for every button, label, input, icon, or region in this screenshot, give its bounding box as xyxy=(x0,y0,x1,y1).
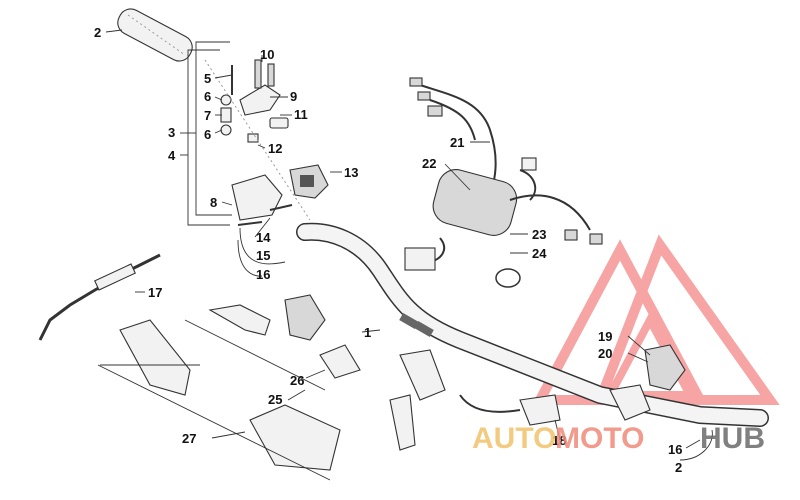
group-bracket-3-4 xyxy=(180,41,232,226)
callout-label: 2 xyxy=(675,460,682,475)
callout-label: 4 xyxy=(168,148,176,163)
watermark-text: AUTO MOTO HUB xyxy=(472,422,765,455)
callout-label: 19 xyxy=(598,329,612,344)
callout-label: 1 xyxy=(364,325,371,340)
callout-label: 6 xyxy=(204,127,211,142)
handguards xyxy=(97,294,446,481)
watermark-auto: AUTO xyxy=(472,422,556,455)
callout-label: 6 xyxy=(204,89,211,104)
wire-harness xyxy=(404,77,603,288)
callout-label: 22 xyxy=(422,156,436,171)
callout-label: 12 xyxy=(268,141,282,156)
callout-label: 25 xyxy=(268,392,282,407)
callout-label: 8 xyxy=(210,195,217,210)
callout-label: 17 xyxy=(148,285,162,300)
left-grip xyxy=(117,8,193,62)
callout-label: 20 xyxy=(598,346,612,361)
watermark-moto: MOTO xyxy=(555,422,644,455)
callout-label: 16 xyxy=(256,267,270,282)
callout-label: 26 xyxy=(290,373,304,388)
callout-label: 24 xyxy=(532,246,547,261)
callout-labels: 2 2 3 4 5 6 6 7 8 9 10 11 12 13 14 15 16… xyxy=(94,25,682,475)
callout-label: 23 xyxy=(532,227,546,242)
callout-label: 10 xyxy=(260,47,274,62)
callout-label: 15 xyxy=(256,248,270,263)
throttle-cable xyxy=(38,253,161,341)
handlebar xyxy=(296,222,769,427)
callout-label: 16 xyxy=(668,442,682,457)
throttle-assembly xyxy=(204,59,311,221)
callout-label: 3 xyxy=(168,125,175,140)
callout-label: 5 xyxy=(204,71,211,86)
callout-label: 21 xyxy=(450,135,464,150)
callout-label: 13 xyxy=(344,165,358,180)
callout-label: 7 xyxy=(204,108,211,123)
callout-label: 2 xyxy=(94,25,101,40)
callout-label: 18 xyxy=(552,433,566,448)
callout-label: 9 xyxy=(290,89,297,104)
callout-label: 11 xyxy=(294,107,308,122)
right-controls xyxy=(459,344,686,426)
switch-housings xyxy=(231,164,329,226)
leader-lines xyxy=(105,29,713,461)
callout-label: 27 xyxy=(182,431,196,446)
watermark-hub: HUB xyxy=(700,422,765,455)
callout-label: 14 xyxy=(256,230,271,245)
